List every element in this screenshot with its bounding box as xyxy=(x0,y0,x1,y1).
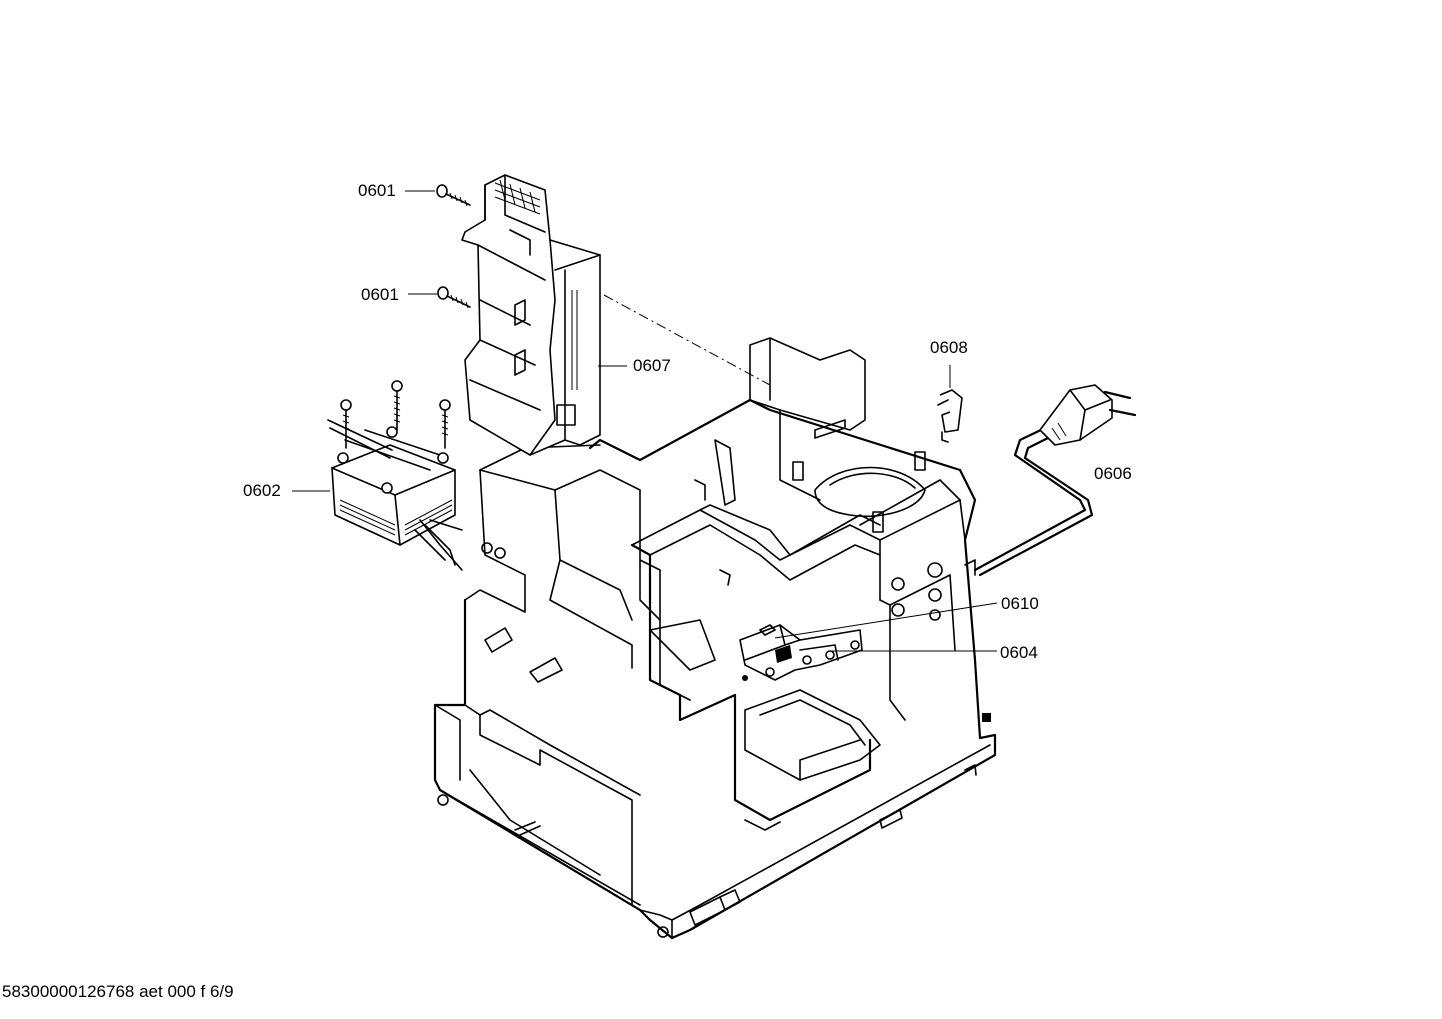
screw-upper xyxy=(436,184,471,207)
screw-lower xyxy=(437,286,471,309)
part-label-0604: 0604 xyxy=(1000,643,1038,662)
part-label-0601-lower: 0601 xyxy=(361,285,399,304)
assembly-guide-line xyxy=(603,294,771,386)
drawing-reference-code: 58300000126768 aet 000 f 6/9 xyxy=(2,982,234,1001)
clip-part xyxy=(937,389,963,443)
part-label-0610: 0610 xyxy=(1001,594,1039,613)
electronic-module-part xyxy=(461,174,601,456)
mains-cable-part xyxy=(973,384,1137,577)
part-label-0607: 0607 xyxy=(633,356,671,375)
transformer-screws xyxy=(327,380,451,459)
part-label-0606: 0606 xyxy=(1094,464,1132,483)
switch-part xyxy=(739,624,863,681)
transformer-part xyxy=(331,426,463,571)
part-label-0602: 0602 xyxy=(243,481,281,500)
part-label-0601-upper: 0601 xyxy=(358,181,396,200)
leader-lines xyxy=(292,190,998,652)
part-label-0608: 0608 xyxy=(930,338,968,357)
housing-frame xyxy=(433,337,997,940)
